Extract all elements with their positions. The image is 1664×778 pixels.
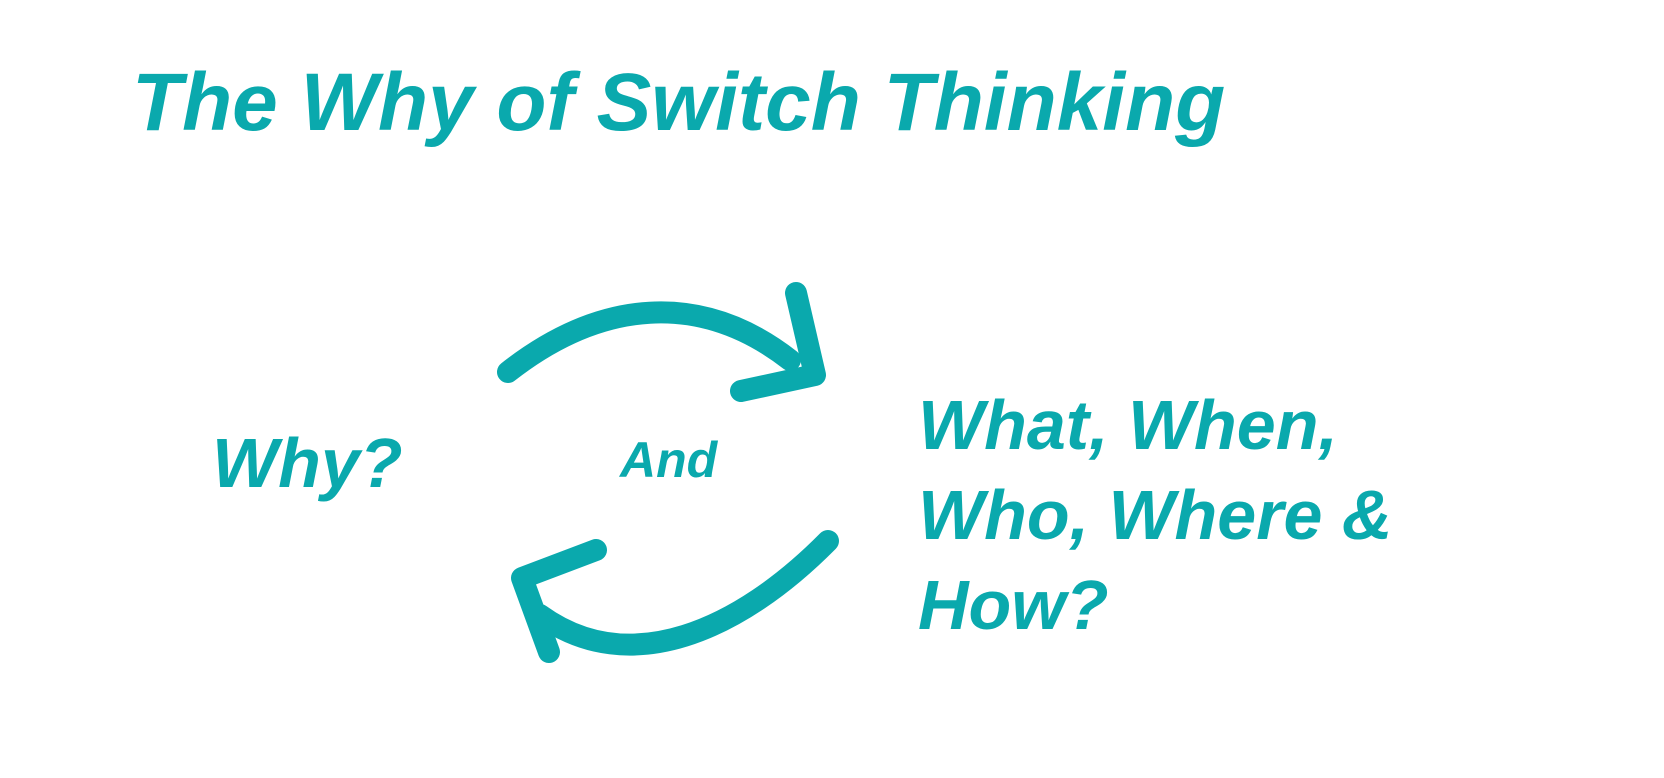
and-label: And [620,432,718,488]
why-label: Why? [212,424,403,502]
questions-label: What, When, Who, Where & How? [918,380,1518,650]
curved-arrow-left-icon [511,530,839,663]
questions-line-3: How? [918,566,1109,644]
questions-line-1: What, When, [918,386,1338,464]
questions-line-2: Who, Where & [918,476,1393,554]
curved-arrow-right-icon [497,282,826,402]
diagram-title: The Why of Switch Thinking [132,57,1226,148]
